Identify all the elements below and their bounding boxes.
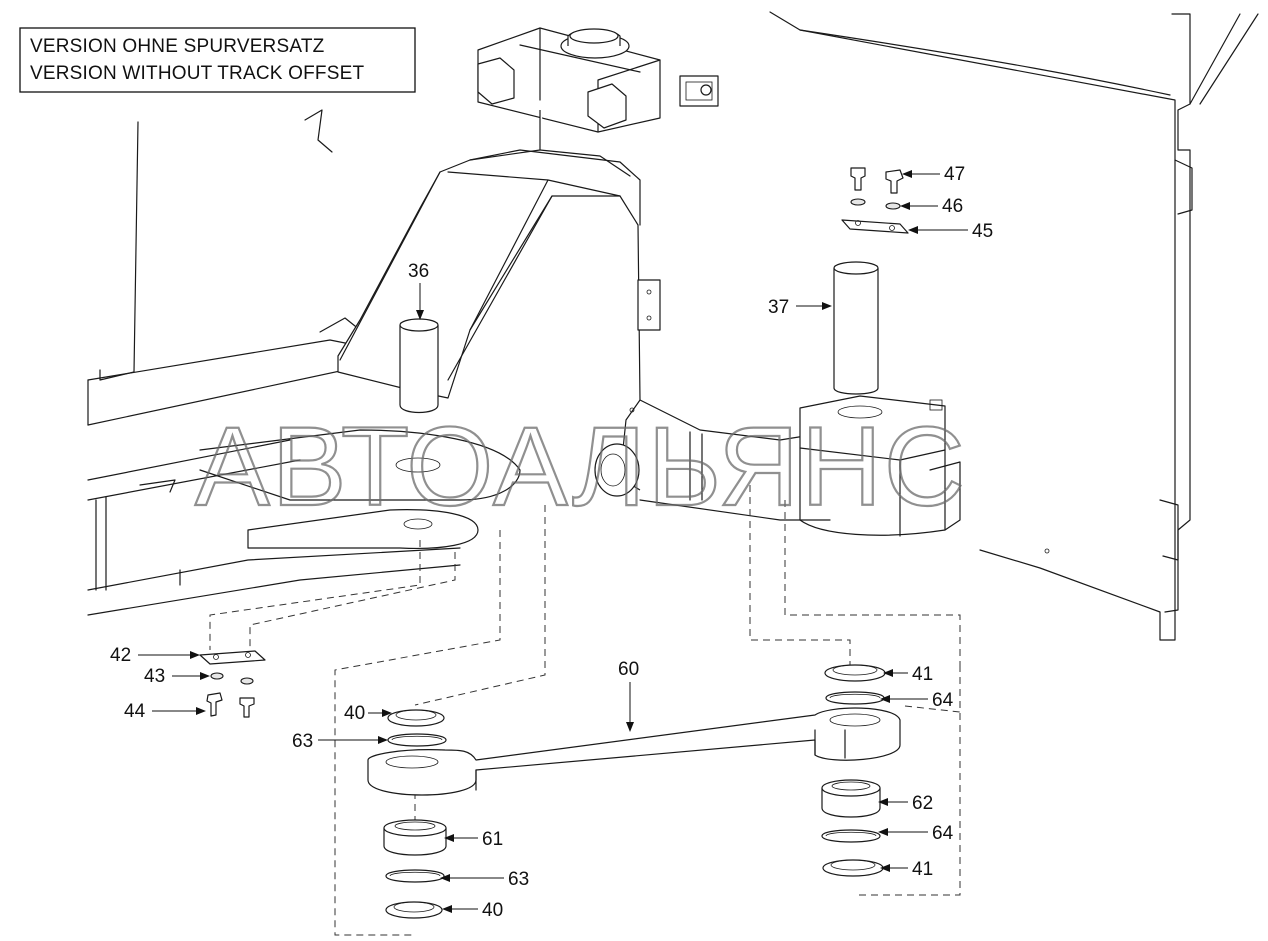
callout-46: 46 [900, 196, 963, 217]
watermark: АВТОАЛЬЯНС [195, 404, 967, 529]
callout-37: 37 [768, 297, 832, 318]
version-label-box: VERSION OHNE SPURVERSATZ VERSION WITHOUT… [19, 27, 416, 93]
callout-44-label: 44 [124, 701, 146, 722]
washers-46 [850, 198, 901, 210]
washer-40-top [387, 709, 445, 727]
callout-63-top: 63 [292, 731, 388, 752]
frame-rails [87, 109, 461, 616]
callout-42: 42 [110, 645, 200, 666]
snap-ring-64-top [825, 691, 885, 705]
callout-41-bottom-label: 41 [912, 859, 933, 880]
callout-47: 47 [902, 164, 965, 185]
callout-42-label: 42 [110, 645, 131, 666]
snap-ring-64-bottom [821, 829, 881, 843]
washers-43 [210, 672, 254, 685]
callout-62: 62 [878, 793, 933, 814]
washer-41-top [824, 664, 886, 682]
callout-36-label: 36 [408, 261, 429, 282]
pin-37 [833, 261, 879, 395]
washer-40-bottom [385, 901, 443, 919]
callout-41-top-label: 41 [912, 664, 933, 685]
callout-61: 61 [444, 829, 503, 850]
snap-ring-63-bottom [385, 869, 445, 883]
callout-43-label: 43 [144, 666, 165, 687]
callout-40-top-label: 40 [344, 703, 365, 724]
callout-43: 43 [144, 666, 210, 687]
callout-47-label: 47 [944, 164, 965, 185]
callout-45: 45 [908, 221, 993, 242]
callout-45-label: 45 [972, 221, 993, 242]
callout-44: 44 [124, 701, 206, 722]
version-label-en: VERSION WITHOUT TRACK OFFSET [30, 63, 364, 84]
callout-36: 36 [408, 261, 429, 320]
axle-column [337, 27, 831, 521]
callout-46-label: 46 [942, 196, 963, 217]
bolts-47 [850, 167, 904, 194]
left-steering-arm [199, 429, 521, 549]
snap-ring-63-top [387, 733, 447, 747]
callout-64-bottom: 64 [878, 823, 954, 844]
bushing-62 [821, 779, 881, 818]
callout-41-top: 41 [883, 664, 933, 685]
plate-42 [199, 650, 266, 665]
callout-60: 60 [618, 659, 639, 732]
side-panel [769, 11, 1259, 641]
callout-64-top: 64 [880, 690, 954, 711]
callout-61-label: 61 [482, 829, 503, 850]
callout-63-bottom: 63 [440, 869, 529, 890]
callout-37-label: 37 [768, 297, 789, 318]
version-label-de: VERSION OHNE SPURVERSATZ [30, 36, 325, 57]
bushing-61 [383, 819, 447, 856]
callout-62-label: 62 [912, 793, 933, 814]
projection-lines [209, 485, 961, 936]
tie-link-60 [367, 707, 901, 796]
callout-64-top-label: 64 [932, 690, 954, 711]
callout-64-bottom-label: 64 [932, 823, 954, 844]
callout-63-bottom-label: 63 [508, 869, 529, 890]
callout-41-bottom: 41 [880, 859, 933, 880]
callout-40-bottom: 40 [442, 900, 503, 921]
callout-60-label: 60 [618, 659, 639, 680]
right-knuckle-block [799, 395, 961, 537]
callout-40-bottom-label: 40 [482, 900, 503, 921]
pin-36 [399, 318, 439, 414]
bolts-44 [206, 692, 255, 718]
callout-40-top: 40 [344, 703, 392, 724]
plate-45 [841, 219, 909, 234]
washer-41-bottom [822, 859, 884, 877]
callout-63-top-label: 63 [292, 731, 313, 752]
